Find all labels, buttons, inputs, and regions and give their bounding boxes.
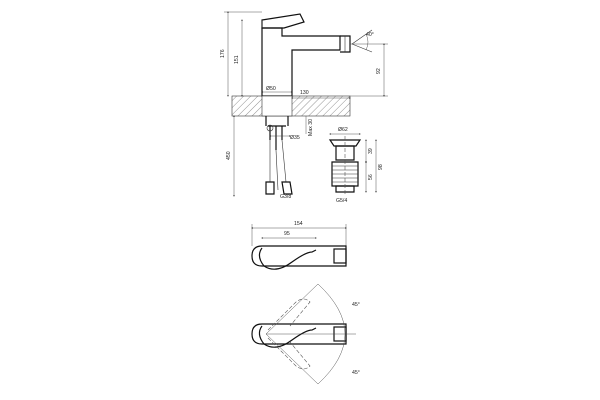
top-nozzle [333, 248, 347, 264]
dim-nozzle-height: 92 [376, 68, 382, 74]
dim-base-diameter: Ø50 [266, 86, 276, 92]
faucet-lever [261, 13, 305, 29]
hose-fitting [265, 181, 293, 195]
dim-waste-diameter: Ø62 [338, 127, 348, 133]
waste-body [335, 145, 355, 161]
dim-spout-height: 151 [234, 55, 240, 64]
dim-waste-lower: 56 [368, 174, 374, 180]
dim-angle-up: 45° [352, 302, 360, 308]
lever-ghost-down [267, 337, 311, 370]
rotation-view: 45° 45° [251, 283, 360, 385]
dim-waste-total: 98 [378, 164, 384, 170]
dim-total-height: 176 [220, 49, 226, 58]
dim-waste-thread: G5/4 [336, 198, 347, 204]
lever-ghost-up [267, 298, 311, 331]
top-view: 154 95 [251, 221, 347, 270]
dim-hose-thread: G3/8 [280, 194, 291, 200]
top-lever [258, 247, 317, 270]
supply-hose [269, 139, 287, 191]
waste-cap [328, 139, 362, 147]
side-view: 40° 176 151 92 130 Ø50 Max 30 Ø35 4 [220, 11, 388, 200]
dim-top-length: 154 [294, 221, 303, 227]
dim-reach: 130 [300, 90, 309, 96]
dim-angle-down: 45° [352, 370, 360, 376]
top-body [251, 245, 347, 267]
jet-angle-lines [351, 29, 373, 53]
dim-hose-length: 450 [226, 151, 232, 160]
dim-waste-upper: 39 [368, 148, 374, 154]
dim-max-thickness: Max 30 [308, 119, 314, 136]
dim-jet-angle: 40° [366, 32, 374, 38]
dim-hole-diameter: Ø35 [290, 135, 300, 141]
mounting-stud [265, 116, 289, 150]
dim-top-lever: 95 [284, 231, 290, 237]
waste-view: Ø62 39 56 98 G5/4 [328, 127, 384, 204]
rotation-body [251, 323, 347, 345]
